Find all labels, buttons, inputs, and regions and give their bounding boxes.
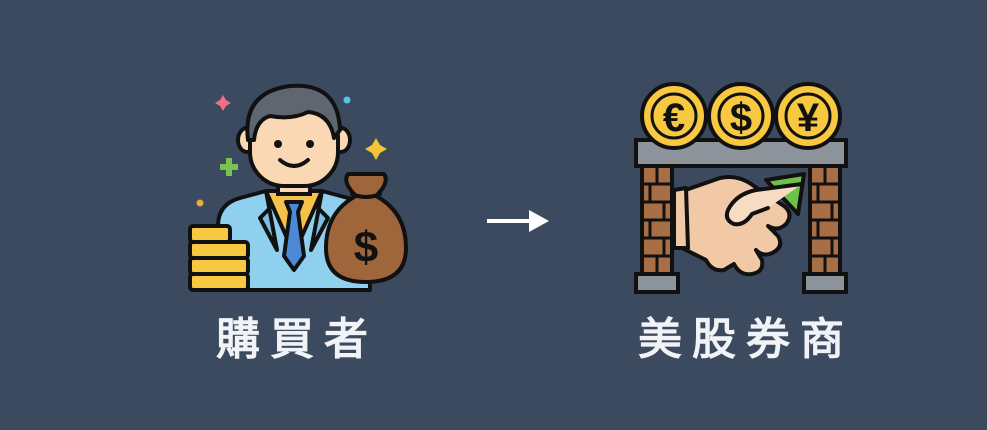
right-arrow-icon xyxy=(487,210,549,232)
yen-coin-icon: ¥ xyxy=(774,82,842,150)
euro-coin-icon: € xyxy=(640,82,708,150)
buyer-label: 購買者 xyxy=(216,314,378,365)
right-pillar xyxy=(802,164,848,294)
brokerage-handshake-icon: € $ ¥ xyxy=(634,82,848,294)
sparkle-plus-icon xyxy=(220,158,238,176)
dollar-symbol: $ xyxy=(354,223,378,272)
handshake-icon xyxy=(672,175,804,277)
hair xyxy=(245,83,342,142)
broker-label: 美股券商 xyxy=(638,314,854,365)
euro-symbol: € xyxy=(663,96,685,140)
dollar-coin-icon: $ xyxy=(707,82,775,150)
left-pillar xyxy=(634,164,680,294)
sparkle-icon xyxy=(365,138,387,160)
coin-stack-icon xyxy=(188,224,250,292)
sparkle-dot-icon xyxy=(196,199,204,207)
yen-symbol: ¥ xyxy=(797,96,820,140)
tie xyxy=(282,200,306,272)
money-bag-icon: $ xyxy=(324,172,408,284)
dollar-symbol: $ xyxy=(730,96,752,140)
sparkle-icon xyxy=(215,95,231,111)
sparkle-dot-icon xyxy=(343,96,351,104)
investor-icon: $ xyxy=(188,83,408,292)
